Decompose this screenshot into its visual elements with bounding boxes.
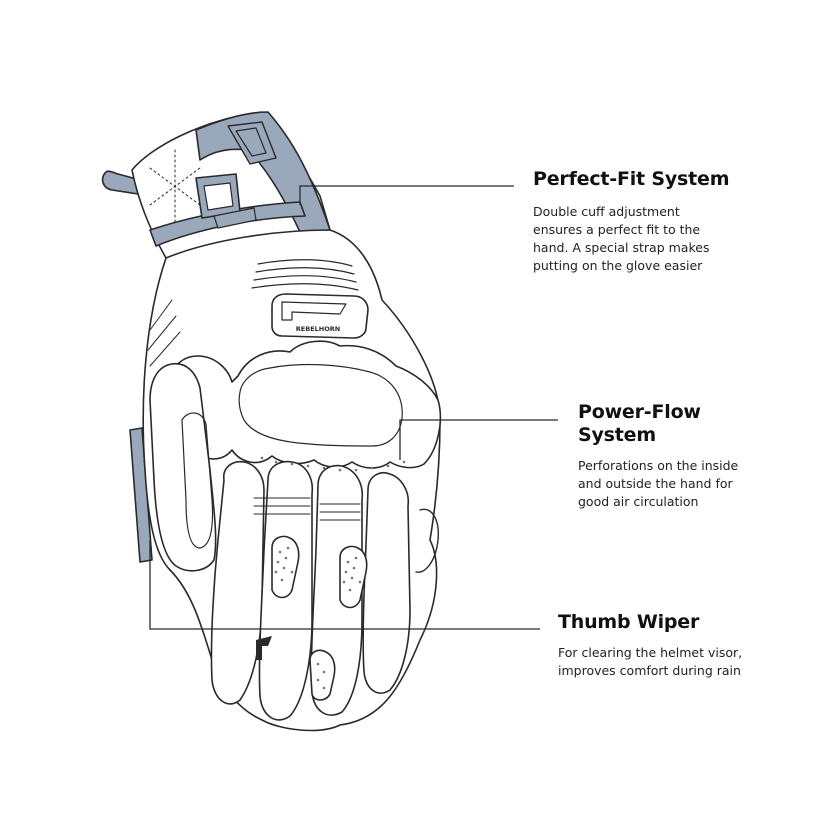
finger-index (210, 460, 265, 705)
perforations (260, 456, 406, 690)
cuff-quilting (149, 149, 201, 223)
callout-description: Perforations on the inside and outside t… (578, 457, 768, 511)
brand-wordmark: REBELHORN (296, 325, 340, 333)
finger-pinky (362, 472, 411, 694)
callout-title: Perfect-Fit System (533, 168, 730, 190)
description-line: For clearing the helmet visor, (558, 645, 743, 660)
callout-title: Power-Flow System (578, 401, 828, 447)
description-line: and outside the hand for (578, 476, 733, 491)
description-line: putting on the glove easier (533, 258, 703, 273)
leader-line-thumb-wiper (149, 540, 540, 630)
callout-description: Double cuff adjustment ensures a perfect… (533, 203, 723, 275)
title-line: Power-Flow (578, 401, 701, 423)
finger-pad (309, 649, 336, 701)
title-line: System (578, 424, 656, 446)
finger-pad (339, 545, 368, 609)
description-line: Double cuff adjustment (533, 204, 680, 219)
thumb (149, 363, 217, 572)
callout-description: For clearing the helmet visor, improves … (558, 644, 758, 680)
leader-line-perfect-fit (299, 185, 514, 205)
finger-pad (271, 535, 300, 599)
brand-plate (271, 293, 369, 339)
callout-thumb-wiper: Thumb Wiper For clearing the helmet viso… (558, 611, 828, 680)
description-line: good air circulation (578, 494, 699, 509)
rebelhorn-logo-mark (256, 636, 272, 660)
callout-title: Thumb Wiper (558, 611, 700, 633)
description-line: improves comfort during rain (558, 663, 741, 678)
side-accent-strip (129, 427, 153, 563)
description-line: Perforations on the inside (578, 458, 739, 473)
callout-perfect-fit: Perfect-Fit System Double cuff adjustmen… (533, 168, 823, 275)
leader-line-power-flow (399, 419, 558, 460)
callout-power-flow: Power-Flow System Perforations on the in… (578, 401, 828, 511)
description-line: hand. A special strap makes (533, 240, 710, 255)
description-line: ensures a perfect fit to the (533, 222, 701, 237)
